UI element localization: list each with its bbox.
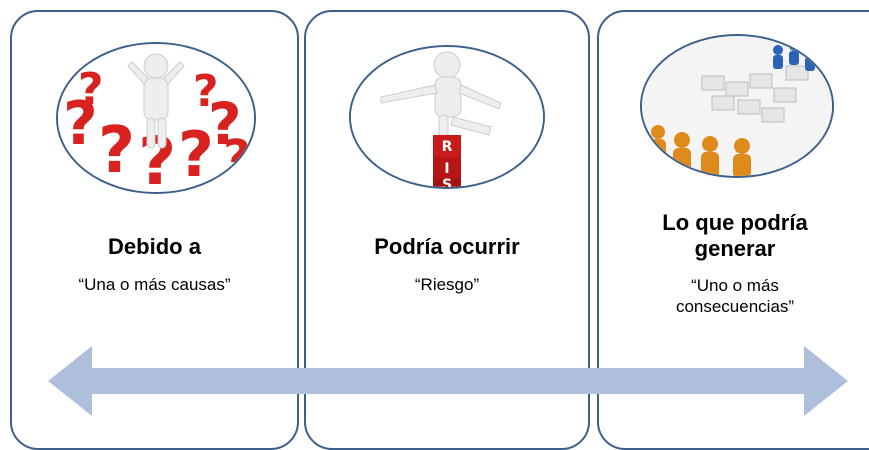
question-marks-figure-icon: ? ? ? ? ? ? ? ?	[58, 44, 254, 192]
consequence-subtitle-line-2: consecuencias”	[676, 297, 794, 316]
cause-heading: Debido a	[12, 234, 297, 260]
risk-letter-i: I	[444, 161, 449, 177]
svg-text:?: ?	[98, 114, 135, 188]
consequence-heading-line-2: generar	[695, 236, 776, 261]
risk-letter-s: S	[442, 177, 452, 187]
consequence-subtitle-line-1: “Uno o más	[691, 276, 779, 295]
double-arrow-shape	[48, 346, 848, 416]
risk-balance-figure-icon: R I S	[351, 47, 543, 187]
double-arrow-icon	[48, 346, 848, 416]
risk-heading: Podría ocurrir	[306, 234, 588, 260]
consequence-heading: Lo que podría generar	[599, 210, 869, 262]
cause-image-frame: ? ? ? ? ? ? ? ?	[56, 42, 256, 194]
consequence-heading-line-1: Lo que podría	[662, 210, 807, 235]
risk-letter-r: R	[442, 139, 453, 155]
consequence-subtitle: “Uno o más consecuencias”	[599, 275, 869, 317]
svg-text:?: ?	[223, 130, 251, 186]
svg-text:?: ?	[78, 64, 104, 115]
consequence-image-frame	[640, 34, 834, 178]
cause-subtitle: “Una o más causas”	[12, 274, 297, 295]
svg-text:?: ?	[193, 66, 219, 117]
risk-image-frame: R I S	[349, 45, 545, 189]
svg-text:?: ?	[138, 123, 176, 192]
risk-subtitle: “Riesgo”	[306, 274, 588, 295]
people-puzzle-team-icon	[642, 36, 832, 176]
